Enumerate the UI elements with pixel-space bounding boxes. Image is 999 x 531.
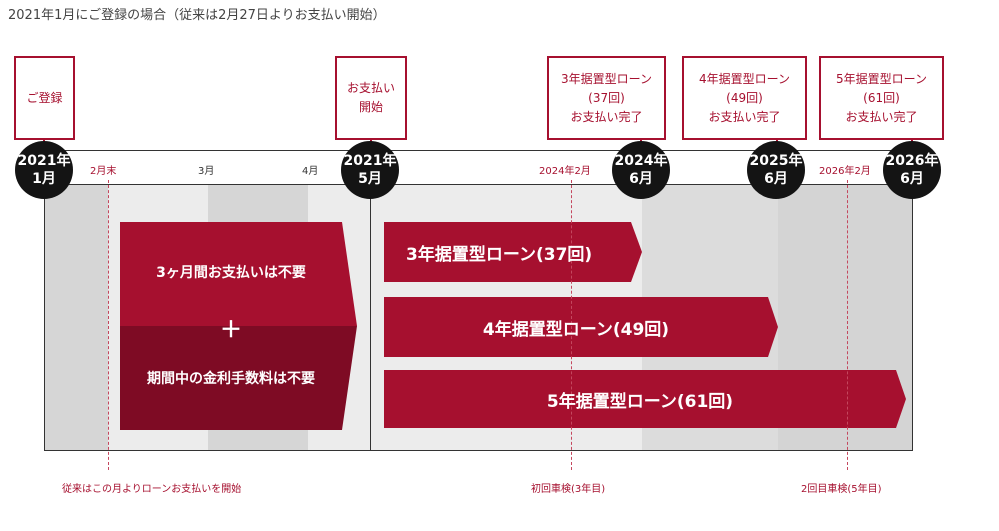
loan-arrow-5yr-shape	[384, 370, 906, 428]
milestone-register-line1: ご登録	[26, 90, 63, 105]
milestone-payment-start-line2: 開始	[358, 100, 383, 114]
milestone-loan3-line1: 3年据置型ローン	[560, 71, 653, 86]
note-feb-start: 従来はこの月よりローンお支払いを開始	[62, 484, 242, 495]
caption: 2021年1月にご登録の場合（従来は2月27日よりお支払い開始）	[8, 8, 386, 23]
milestone-loan4-line1: 4年据置型ローン	[698, 71, 791, 86]
loan-arrow-4yr-label: 4年据置型ローン(49回)	[482, 319, 670, 340]
date-2025-06-year: 2025年	[749, 153, 803, 169]
note-inspection2: 2回目車検(5年目)	[801, 484, 882, 495]
loan-arrow-5yr	[384, 370, 906, 428]
milestone-loan4-line3: お支払い完了	[708, 109, 781, 124]
milestone-loan5-line3: お支払い完了	[845, 109, 918, 124]
stripe	[45, 185, 108, 450]
plus-icon: ＋	[219, 318, 242, 343]
tick-apr: 4月	[302, 166, 319, 177]
grace-period-block	[120, 222, 357, 430]
date-2025-06-month: 6月	[764, 171, 788, 187]
loan-arrow-5yr-label: 5年据置型ローン(61回)	[546, 391, 734, 412]
loan-arrow-4yr	[384, 297, 778, 357]
date-2021-05-month: 5月	[358, 171, 382, 187]
milestone-loan5-complete: 5年据置型ローン (61回) お支払い完了	[819, 56, 944, 140]
milestone-loan5-line2: (61回)	[863, 90, 900, 105]
loan-arrow-3yr-shape	[384, 222, 642, 282]
date-2025-06: 2025年 6月	[747, 141, 805, 199]
grace-no-payment-text: 3ヶ月間お支払いは不要	[156, 265, 306, 281]
grace-lower-shape	[120, 326, 357, 430]
date-2021-01-month: 1月	[32, 171, 56, 187]
loan-arrow-3yr	[384, 222, 642, 282]
date-2021-05: 2021年 5月	[341, 141, 399, 199]
milestone-loan3-line2: (37回)	[588, 90, 625, 105]
date-2024-06-month: 6月	[629, 171, 653, 187]
date-2026-06: 2026年 6月	[883, 141, 941, 199]
date-2024-06: 2024年 6月	[612, 141, 670, 199]
milestone-loan3-line3: お支払い完了	[570, 109, 643, 124]
tick-feb-2026: 2026年2月	[819, 166, 871, 177]
date-2021-01: 2021年 1月	[15, 141, 73, 199]
tick-mar: 3月	[198, 166, 215, 177]
milestone-loan5-line1: 5年据置型ローン	[835, 71, 928, 86]
inspection2-marker-line	[847, 180, 848, 470]
milestone-loan4-complete: 4年据置型ローン (49回) お支払い完了	[682, 56, 807, 140]
note-inspection1: 初回車検(3年目)	[531, 484, 606, 495]
date-2026-06-year: 2026年	[885, 153, 939, 169]
date-2021-05-year: 2021年	[343, 153, 397, 169]
date-2024-06-year: 2024年	[614, 153, 668, 169]
milestone-register: ご登録	[14, 56, 75, 140]
milestone-payment-start: お支払い 開始	[335, 56, 407, 140]
tick-feb-2024: 2024年2月	[539, 166, 591, 177]
milestone-payment-start-line1: お支払い	[346, 81, 395, 95]
feb-end-marker-line	[108, 180, 109, 470]
loan-arrow-4yr-shape	[384, 297, 778, 357]
tick-feb-end: 2月末	[90, 166, 117, 177]
grace-upper-shape	[120, 222, 357, 326]
inspection1-marker-line	[571, 180, 572, 470]
loan-arrow-3yr-label: 3年据置型ローン(37回)	[406, 244, 593, 265]
milestone-loan3-complete: 3年据置型ローン (37回) お支払い完了	[547, 56, 666, 140]
date-2026-06-month: 6月	[900, 171, 924, 187]
milestone-loan4-line2: (49回)	[726, 90, 763, 105]
date-2021-01-year: 2021年	[17, 153, 71, 169]
grace-no-interest-text: 期間中の金利手数料は不要	[147, 371, 315, 387]
timeline-axis	[44, 150, 912, 151]
